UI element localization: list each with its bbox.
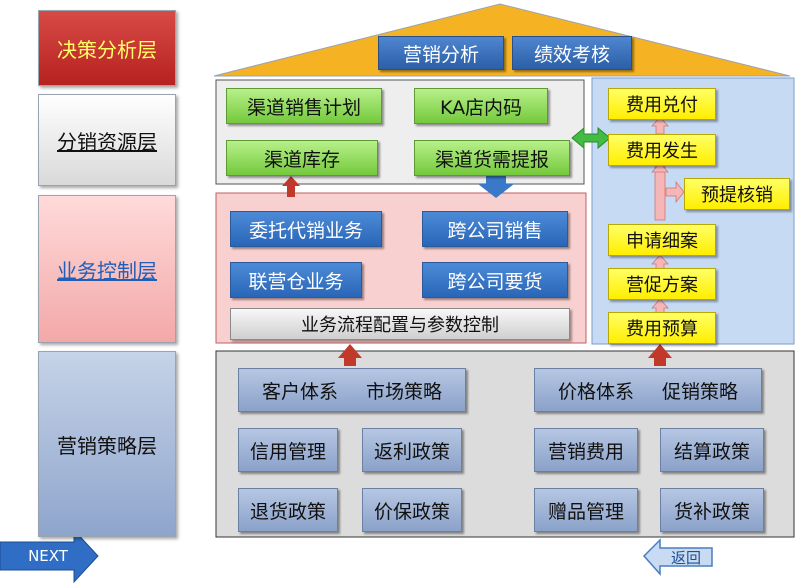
performance-review-button[interactable]: 绩效考核: [512, 36, 632, 70]
application-detail-button[interactable]: 申请细案: [608, 224, 716, 256]
return-policy-button[interactable]: 退货政策: [238, 488, 338, 532]
channel-sales-plan-button[interactable]: 渠道销售计划: [226, 88, 382, 124]
accrual-verify-button[interactable]: 预提核销: [684, 178, 790, 210]
back-button[interactable]: 返回: [670, 548, 701, 567]
settlement-policy-button[interactable]: 结算政策: [660, 428, 764, 472]
cross-company-sales-button[interactable]: 跨公司销售: [422, 211, 568, 247]
layer-marketing-strategy: 营销策略层: [38, 351, 176, 537]
layer-business-control[interactable]: 业务控制层: [38, 195, 176, 343]
process-config-button[interactable]: 业务流程配置与参数控制: [230, 308, 570, 340]
arrow-pink-3: [651, 254, 669, 271]
arrow-pink-right: [665, 180, 685, 204]
back-arrow-shape: [642, 538, 713, 576]
next-arrow-shape: [0, 528, 99, 584]
expense-occurrence-button[interactable]: 费用发生: [608, 134, 716, 166]
expense-budget-button[interactable]: 费用预算: [608, 312, 716, 344]
arrow-pink-4: [651, 298, 669, 315]
price-promotion-button[interactable]: 价格体系 促销策略: [534, 368, 762, 412]
arrow-pink-2: [651, 162, 669, 173]
price-system-label: 价格体系: [557, 380, 634, 403]
expense-payment-button[interactable]: 费用兑付: [608, 88, 716, 120]
arrow-down-blue: [478, 175, 514, 198]
consignment-business-button[interactable]: 委托代销业务: [230, 211, 382, 247]
rebate-policy-button[interactable]: 返利政策: [362, 428, 462, 472]
gift-management-button[interactable]: 赠品管理: [534, 488, 638, 532]
market-strategy-label: 市场策略: [366, 380, 443, 403]
channel-inventory-button[interactable]: 渠道库存: [226, 140, 378, 176]
arrow-up-red-2: [338, 344, 362, 366]
layer-distribution-resources[interactable]: 分销资源层: [38, 94, 176, 186]
promotion-strategy-label: 促销策略: [662, 380, 739, 403]
cross-company-request-button[interactable]: 跨公司要货: [422, 262, 568, 298]
arrow-up-red-3: [648, 344, 672, 366]
arrow-up-red-1: [282, 176, 300, 197]
ka-store-code-button[interactable]: KA店内码: [414, 88, 548, 124]
marketing-expense-button[interactable]: 营销费用: [534, 428, 638, 472]
price-protection-policy-button[interactable]: 价保政策: [362, 488, 462, 532]
customer-system-label: 客户体系: [261, 380, 338, 403]
compensation-policy-button[interactable]: 货补政策: [660, 488, 764, 532]
joint-warehouse-button[interactable]: 联营仓业务: [230, 262, 362, 298]
channel-demand-report-button[interactable]: 渠道货需提报: [414, 140, 570, 176]
credit-management-button[interactable]: 信用管理: [238, 428, 338, 472]
promotion-plan-button[interactable]: 营促方案: [608, 268, 716, 300]
marketing-analysis-button[interactable]: 营销分析: [378, 36, 504, 70]
layer-decision-analysis: 决策分析层: [38, 10, 176, 86]
next-button[interactable]: NEXT: [28, 547, 68, 565]
customer-market-button[interactable]: 客户体系 市场策略: [238, 368, 466, 412]
